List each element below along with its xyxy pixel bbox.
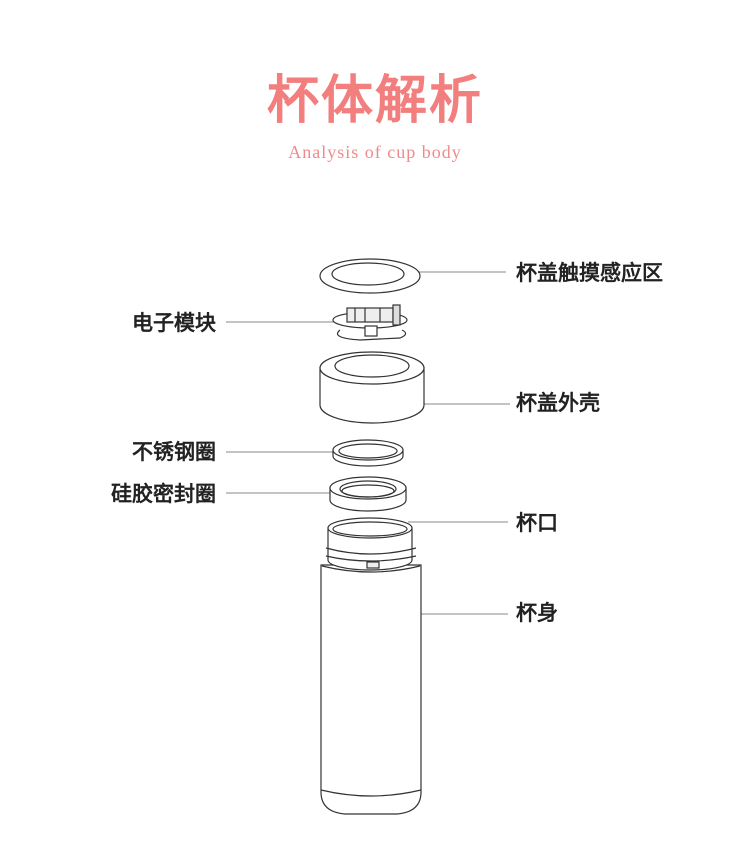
label-lid-shell: 杯盖外壳 bbox=[516, 390, 600, 415]
electronic-module-part bbox=[332, 304, 408, 341]
label-silicone-seal: 硅胶密封圈 bbox=[111, 481, 216, 506]
label-steel-ring: 不锈钢圈 bbox=[132, 439, 216, 464]
steel-ring-part bbox=[332, 439, 404, 467]
label-cup-mouth: 杯口 bbox=[516, 510, 558, 535]
page-subtitle: Analysis of cup body bbox=[288, 142, 462, 162]
silicone-seal-part bbox=[329, 476, 407, 512]
leader-lines bbox=[226, 271, 510, 615]
page-title: 杯体解析 bbox=[266, 70, 483, 131]
touch-lid-part bbox=[319, 258, 421, 294]
label-electronic-module: 电子模块 bbox=[132, 310, 216, 335]
cup-body-part bbox=[320, 517, 422, 815]
label-cup-body: 杯身 bbox=[516, 600, 558, 625]
lid-shell-part bbox=[319, 351, 425, 424]
label-touch-area: 杯盖触摸感应区 bbox=[516, 260, 663, 285]
